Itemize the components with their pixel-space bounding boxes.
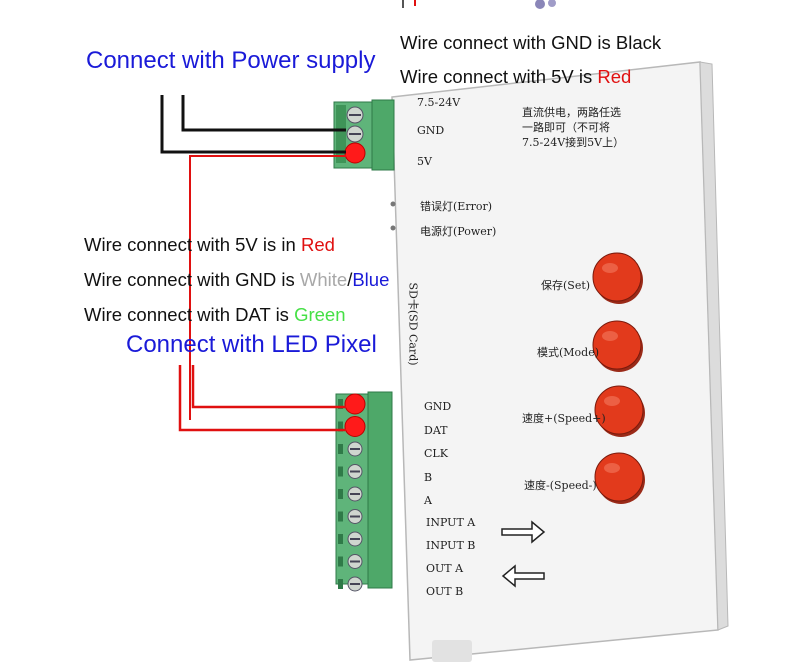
port-label-out-a: OUT A xyxy=(426,562,464,575)
output-arrow-icon xyxy=(501,564,545,588)
power-black-wire-2 xyxy=(181,95,346,132)
led-gnd-note-prefix: Wire connect with GND is xyxy=(84,269,300,290)
set-button-label: 保存(Set) xyxy=(541,279,591,292)
led-dat-color: Green xyxy=(294,304,346,325)
power-note-line-1: 直流供电，两路任选 xyxy=(522,106,621,119)
power-indicator-label: 电源灯(Power) xyxy=(420,225,497,238)
port-label-input-b: INPUT B xyxy=(426,539,476,552)
error-indicator-label: 错误灯(Error) xyxy=(420,200,493,213)
sd-card-label: SD卡(SD Card) xyxy=(406,282,420,366)
power-gnd-note-prefix: Wire connect with GND is xyxy=(400,32,616,53)
mode-button xyxy=(592,320,642,370)
led-gnd-color-2: Blue xyxy=(352,269,390,290)
led-gnd-sep: / xyxy=(347,269,353,290)
port-label-input-a: INPUT A xyxy=(426,516,476,529)
speed-minus-button xyxy=(594,452,644,502)
power-5v-note: Wire connect with 5V is Red xyxy=(400,66,631,88)
led-gnd-color-1: White xyxy=(299,269,348,290)
port-label-out-b: OUT B xyxy=(426,585,464,598)
led-5v-note: Wire connect with 5V is in Red xyxy=(84,234,335,256)
speed-plus-button-label: 速度+(Speed+) xyxy=(522,412,606,425)
led-dat-note: Wire connect with DAT is Green xyxy=(84,304,346,326)
set-button xyxy=(592,252,642,302)
port-label-b: B xyxy=(424,471,433,484)
power-supply-title: Connect with Power supply xyxy=(86,47,376,74)
port-label-gnd: GND xyxy=(424,400,452,413)
port-label-clk: CLK xyxy=(424,447,448,460)
power-label-7-5-24v: 7.5-24V xyxy=(417,96,461,109)
power-terminal-block xyxy=(333,99,395,171)
led-5v-color: Red xyxy=(300,234,335,255)
input-arrow-icon xyxy=(501,520,546,544)
led-terminal-red-dot xyxy=(344,393,366,415)
power-note-line-3: 7.5-24V接到5V上） xyxy=(522,136,625,149)
led-gnd-note: Wire connect with GND is White/Blue xyxy=(84,269,389,291)
port-label-a: A xyxy=(424,494,432,507)
led-pixel-title: Connect with LED Pixel xyxy=(126,331,377,358)
power-5v-terminal-dot xyxy=(344,142,366,164)
speed-minus-button-label: 速度-(Speed-) xyxy=(524,479,597,492)
mode-button-label: 模式(Mode) xyxy=(537,346,600,359)
led-dat-note-prefix: Wire connect with DAT is xyxy=(84,304,295,325)
power-label-5v: 5V xyxy=(417,155,432,168)
power-5v-note-prefix: Wire connect with 5V is xyxy=(400,66,598,87)
power-gnd-note: Wire connect with GND is Black xyxy=(400,32,661,54)
power-gnd-color: Black xyxy=(615,32,662,53)
led-red-wire-1 xyxy=(191,365,346,409)
led-terminal-red-dot xyxy=(344,416,366,437)
power-red-wire xyxy=(189,155,346,420)
led-5v-note-prefix: Wire connect with 5V is in xyxy=(84,234,301,255)
power-label-gnd: GND xyxy=(417,124,445,137)
led-red-wire-2 xyxy=(178,365,346,432)
power-note-line-2: 一路即可（不可将 xyxy=(522,121,610,134)
port-label-dat: DAT xyxy=(424,424,448,437)
power-black-wire xyxy=(160,95,346,154)
led-terminal-block xyxy=(335,391,393,592)
power-5v-color: Red xyxy=(597,66,632,87)
